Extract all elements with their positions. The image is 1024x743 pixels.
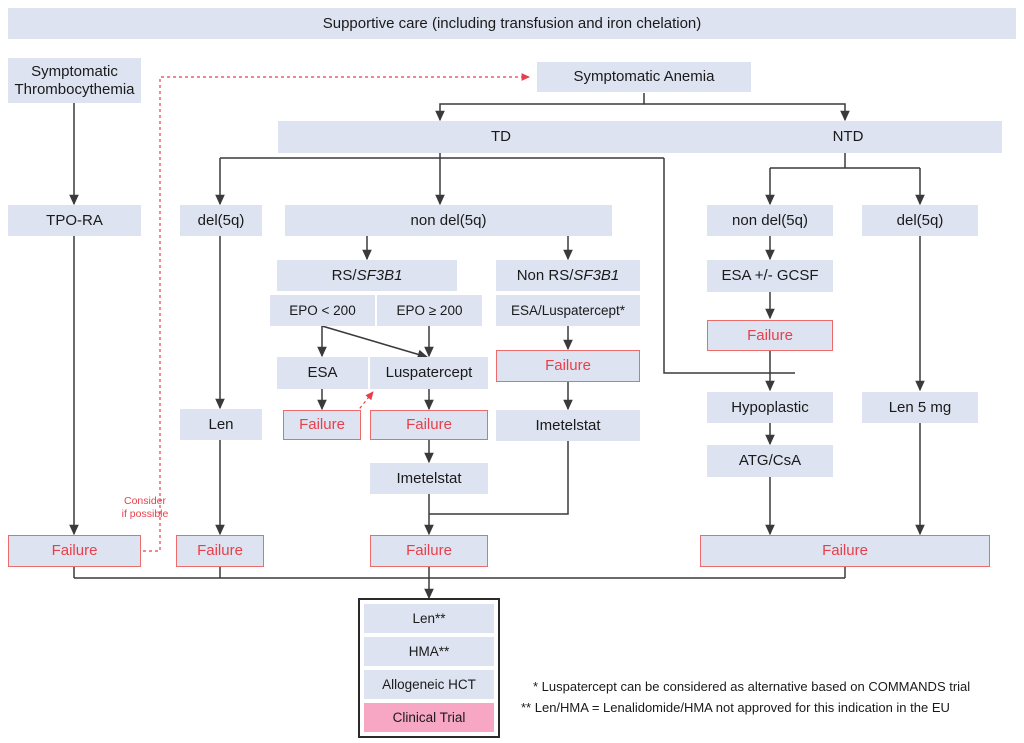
node-ntd-non-del5q[interactable]: non del(5q)	[707, 205, 833, 236]
node-luspatercept[interactable]: Luspatercept	[370, 357, 488, 389]
node-ntd-del5q[interactable]: del(5q)	[862, 205, 978, 236]
node-non-rs-sf3b1[interactable]: Non RS/SF3B1	[496, 260, 640, 291]
failure-td-center[interactable]: Failure	[370, 535, 488, 567]
failure-ntd-bottom[interactable]: Failure	[700, 535, 990, 567]
failure-esa-luspatercept[interactable]: Failure	[496, 350, 640, 382]
node-symptomatic-thrombocythemia[interactable]: Symptomatic Thrombocythemia	[8, 58, 141, 103]
header-supportive-care: Supportive care (including transfusion a…	[8, 8, 1016, 39]
node-tpo-ra[interactable]: TPO-RA	[8, 205, 141, 236]
node-td-del5q[interactable]: del(5q)	[180, 205, 262, 236]
node-imetelstat-right[interactable]: Imetelstat	[496, 410, 640, 441]
node-ntd[interactable]: NTD	[694, 121, 1002, 153]
footnote-luspatercept: * Luspatercept can be considered as alte…	[533, 679, 971, 694]
failure-luspatercept[interactable]: Failure	[370, 410, 488, 440]
final-option-len[interactable]: Len**	[364, 604, 494, 633]
failure-len[interactable]: Failure	[176, 535, 264, 567]
node-esa[interactable]: ESA	[277, 357, 368, 389]
node-rs-sf3b1[interactable]: RS/SF3B1	[277, 260, 457, 291]
failure-ntd-esa-gcsf[interactable]: Failure	[707, 320, 833, 351]
node-esa-gcsf[interactable]: ESA +/- GCSF	[707, 260, 833, 292]
consider-if-possible-label: Consider if possible	[121, 495, 169, 521]
node-symptomatic-anemia[interactable]: Symptomatic Anemia	[537, 62, 751, 92]
node-len[interactable]: Len	[180, 409, 262, 440]
node-epo-lt-200[interactable]: EPO < 200	[270, 295, 375, 326]
node-atg-csa[interactable]: ATG/CsA	[707, 445, 833, 477]
node-esa-luspatercept-star[interactable]: ESA/Luspatercept*	[496, 295, 640, 326]
final-option-clinical-trial[interactable]: Clinical Trial	[364, 703, 494, 732]
node-hypoplastic[interactable]: Hypoplastic	[707, 392, 833, 423]
node-imetelstat-center[interactable]: Imetelstat	[370, 463, 488, 494]
final-option-allogeneic-hct[interactable]: Allogeneic HCT	[364, 670, 494, 699]
failure-tpora[interactable]: Failure	[8, 535, 141, 567]
footnote-len-hma: ** Len/HMA = Lenalidomide/HMA not approv…	[521, 700, 950, 715]
final-option-hma[interactable]: HMA**	[364, 637, 494, 666]
node-td[interactable]: TD	[278, 121, 724, 153]
node-td-non-del5q[interactable]: non del(5q)	[285, 205, 612, 236]
node-len-5mg[interactable]: Len 5 mg	[862, 392, 978, 423]
final-options-box: Len** HMA** Allogeneic HCT Clinical Tria…	[358, 598, 500, 738]
failure-esa[interactable]: Failure	[283, 410, 361, 440]
node-epo-ge-200[interactable]: EPO ≥ 200	[377, 295, 482, 326]
